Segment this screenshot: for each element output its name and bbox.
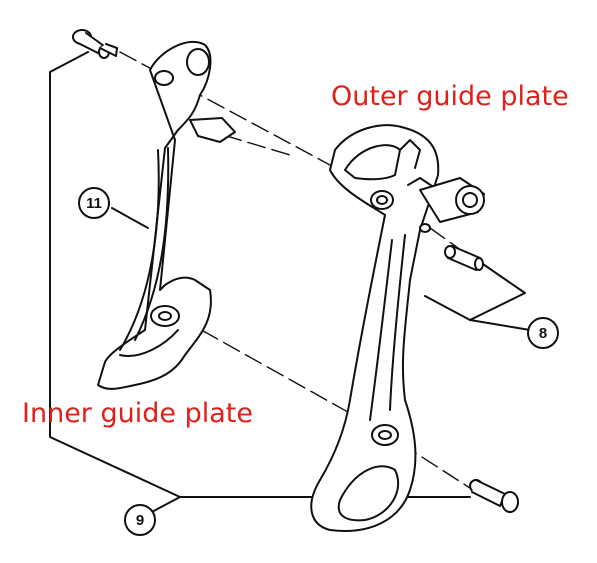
top-pin-bolt bbox=[72, 29, 118, 59]
inner-guide-plate-label: Inner guide plate bbox=[22, 398, 253, 429]
callout-circle-9 bbox=[124, 504, 156, 536]
outer-guide-plate-label: Outer guide plate bbox=[331, 81, 569, 112]
small-screw-part-8 bbox=[444, 245, 484, 271]
leader-11 bbox=[111, 207, 149, 229]
callout-circle-8 bbox=[527, 317, 559, 349]
callout-number-9: 9 bbox=[136, 512, 144, 529]
lower-pin-bolt bbox=[469, 479, 519, 513]
outer-guide-plate bbox=[310, 124, 485, 532]
leader-bracket-8 bbox=[424, 261, 531, 331]
callout-number-11: 11 bbox=[86, 195, 102, 212]
inner-guide-plate bbox=[97, 40, 236, 390]
callout-circle-11 bbox=[78, 187, 110, 219]
callout-number-8: 8 bbox=[539, 325, 547, 342]
